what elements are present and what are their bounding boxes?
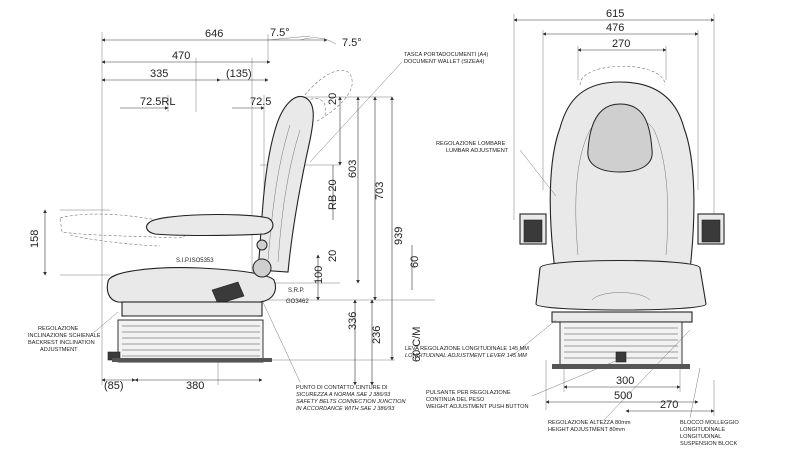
front-weight-button — [615, 351, 627, 363]
front-backrest — [549, 81, 695, 271]
dim-85: (85) — [104, 380, 124, 392]
dim-300: 300 — [616, 375, 634, 387]
dim-236: 236 — [371, 326, 383, 344]
dim-60-cm: 60 C/M — [411, 327, 423, 362]
note-weight-3: WEIGHT ADJUSTMENT PUSH BUTTON — [426, 404, 529, 410]
note-lever-1: LEVA REGOLAZIONE LONGITUDINALE 145 MM — [405, 346, 529, 352]
note-height-1: REGOLAZIONE ALTEZZA 80mm — [548, 420, 631, 426]
dim-476: 476 — [606, 22, 624, 34]
dim-939: 939 — [393, 227, 405, 245]
dim-72-5rl: 72.5RL — [140, 96, 175, 108]
dim-703: 703 — [374, 182, 386, 200]
note-lumbar-2: LUMBAR ADJUSTMENT — [446, 148, 509, 154]
front-view: 615 476 270 300 500 270 — [405, 8, 739, 447]
note-backrest-1: REGOLAZIONE — [38, 326, 79, 332]
side-knob — [252, 258, 272, 278]
note-backrest-3: BACKREST INCLINATION — [28, 340, 95, 346]
dim-603: 603 — [347, 160, 359, 178]
side-view: 646 470 335 (135) 72.5RL 72.5 7.5° 7.5° … — [28, 27, 488, 412]
note-belts-4: IN ACCORDANCE WITH SAE J 386/93 — [296, 406, 395, 412]
note-block-4: SUSPENSION BLOCK — [680, 441, 737, 447]
front-headrest-pad — [587, 103, 653, 173]
note-weight-2: CONTINUA DEL PESO — [426, 397, 485, 403]
dim-100: 100 — [313, 266, 325, 284]
note-belts-2: SICUREZZA A NORMA SAE J 386/93 — [296, 392, 391, 398]
note-backrest-4: ADJUSTMENT — [40, 347, 78, 353]
angle-7-5-b: 7.5° — [342, 37, 362, 49]
dim-646: 646 — [205, 28, 223, 40]
label-sip: S.I.P.ISO5353 — [176, 258, 214, 264]
side-cushion — [106, 267, 277, 305]
side-armrest — [146, 213, 274, 237]
note-lumbar-1: REGOLAZIONE LOMBARE — [436, 141, 506, 147]
note-block-3: LONGITUDINAL — [680, 434, 721, 440]
dim-470: 470 — [172, 50, 190, 62]
dim-335: 335 — [150, 68, 168, 80]
dim-135: (135) — [226, 68, 252, 80]
dim-270-bottom: 270 — [660, 399, 678, 411]
dim-20-mid: 20 — [327, 250, 339, 262]
dim-72-5: 72.5 — [250, 96, 271, 108]
note-belts-1: PUNTO DI CONTATTO CINTURE DI — [296, 385, 388, 391]
dim-500: 500 — [614, 390, 632, 402]
note-lever-2: LONGITUDINAL ADJUSTMENT LEVER 145 MM — [405, 353, 527, 359]
side-suspension — [117, 319, 264, 363]
dim-158: 158 — [29, 230, 41, 248]
angle-7-5-a: 7.5° — [270, 27, 290, 39]
dim-60: 60 — [409, 256, 421, 268]
dim-270-top: 270 — [612, 38, 630, 50]
note-weight-1: PULSANTE PER REGOLAZIONE — [426, 390, 511, 396]
note-belts-3: SAFETY BELTS CONNECTION JUNCTION — [296, 399, 406, 405]
dim-336: 336 — [347, 312, 359, 330]
side-lever — [211, 281, 245, 305]
note-block-2: LONGITUDINALE — [680, 427, 725, 433]
note-backrest-2: INCLINAZIONE SCHIENALE — [28, 333, 101, 339]
note-height-2: HEIGHT ADJUSTMENT 80mm — [548, 427, 625, 433]
label-srp: S.R.P. — [288, 288, 305, 294]
dim-380: 380 — [186, 380, 204, 392]
label-go3462: GO3462 — [286, 299, 309, 305]
note-wallet-1: TASCA PORTADOCUMENTI (A4) — [404, 52, 488, 58]
note-wallet-2: DOCUMENT WALLET (SIZEA4) — [404, 59, 485, 65]
front-cushion — [535, 259, 707, 311]
note-block-1: BLOCCO MOLLEGGIO — [680, 420, 739, 426]
dim-615: 615 — [606, 8, 624, 20]
dim-20-top: 20 — [327, 93, 339, 105]
dim-rb20: RB 20 — [327, 179, 339, 210]
